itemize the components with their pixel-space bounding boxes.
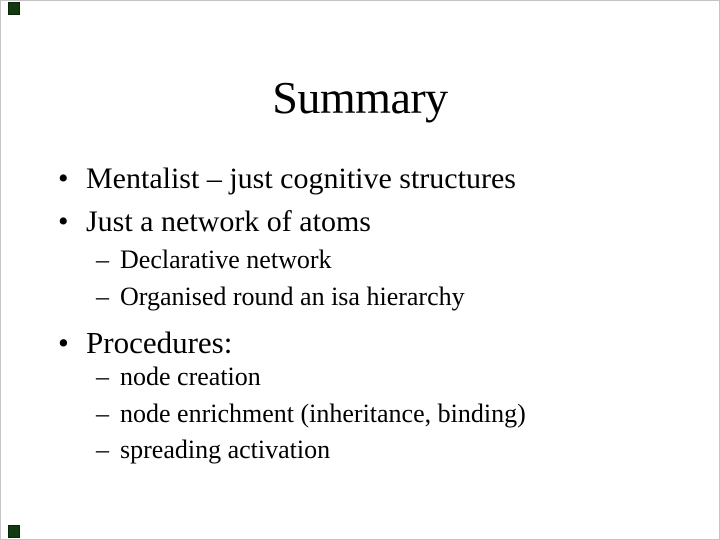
dash-icon: – [96, 362, 109, 391]
dash-icon: – [96, 282, 109, 311]
bullet-icon: • [58, 325, 69, 360]
dash-icon: – [96, 399, 109, 428]
dash-icon: – [96, 245, 109, 274]
sub-bullet-item: – Declarative network [96, 245, 332, 275]
sub-bullet-item: – node enrichment (inheritance, binding) [96, 399, 526, 429]
dash-icon: – [96, 435, 109, 464]
bullet-icon: • [58, 162, 69, 195]
selection-handle-bottom-left[interactable] [8, 525, 20, 538]
bullet-item: • Just a network of atoms [58, 205, 371, 239]
bullet-item: • Mentalist – just cognitive structures [58, 162, 516, 196]
sub-bullet-item: – node creation [96, 362, 261, 392]
bullet-item: • Procedures: [58, 325, 233, 361]
sub-bullet-text: spreading activation [120, 435, 331, 464]
bullet-text: Mentalist – just cognitive structures [86, 162, 516, 195]
sub-bullet-item: – Organised round an isa hierarchy [96, 282, 465, 312]
sub-bullet-text: Declarative network [120, 245, 332, 274]
page-title: Summary [272, 72, 448, 123]
sub-bullet-text: node enrichment (inheritance, binding) [120, 399, 526, 428]
sub-bullet-text: node creation [120, 362, 261, 391]
selection-handle-top-left[interactable] [8, 2, 20, 15]
bullet-text: Procedures: [86, 325, 233, 360]
sub-bullet-item: – spreading activation [96, 435, 331, 465]
sub-bullet-text: Organised round an isa hierarchy [120, 282, 465, 311]
bullet-icon: • [58, 205, 69, 238]
bullet-text: Just a network of atoms [86, 205, 371, 238]
